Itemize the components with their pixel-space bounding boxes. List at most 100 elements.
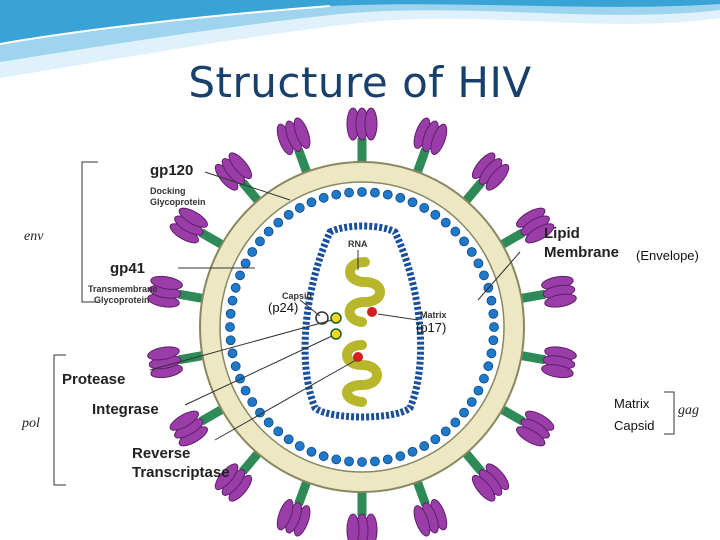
matrix-bead bbox=[419, 203, 430, 213]
matrix-bead bbox=[488, 308, 499, 319]
matrix-bead bbox=[479, 270, 489, 281]
matrix-bead bbox=[306, 446, 317, 457]
gp120-spike-head bbox=[413, 499, 448, 537]
header-wave bbox=[0, 0, 720, 78]
gp120-spike-head bbox=[413, 117, 448, 155]
matrix-bead bbox=[331, 454, 342, 465]
matrix-bead bbox=[225, 308, 236, 319]
gp120-spike-head bbox=[346, 107, 378, 141]
rna-strand-upper bbox=[344, 257, 385, 327]
gp120-spike-head bbox=[214, 152, 253, 191]
reverse-transcriptase-dot bbox=[353, 352, 363, 362]
pol-gene-label: pol bbox=[22, 416, 40, 431]
rna-strand-lower bbox=[342, 340, 382, 407]
env-bracket bbox=[81, 161, 98, 303]
matrix-bead bbox=[357, 187, 367, 197]
matrix-bead bbox=[450, 417, 461, 428]
membrane-label: Membrane bbox=[544, 244, 620, 261]
matrix-bead bbox=[230, 361, 241, 372]
matrix-bead bbox=[382, 189, 393, 200]
matrix-bead bbox=[370, 456, 380, 467]
matrix-bead bbox=[473, 385, 484, 396]
pol-bracket bbox=[53, 354, 66, 486]
matrix-bead bbox=[344, 456, 354, 467]
gp120-spike-head bbox=[346, 513, 378, 540]
matrix-bead bbox=[263, 417, 274, 428]
matrix-bead bbox=[430, 209, 441, 220]
matrix-bead bbox=[227, 348, 238, 359]
matrix-bead bbox=[395, 451, 406, 462]
p24-note: (p24) bbox=[268, 300, 299, 315]
gp120-spike-head bbox=[541, 346, 577, 379]
matrix-bead bbox=[407, 446, 418, 457]
matrix-bead bbox=[306, 197, 317, 208]
matrix-bead bbox=[440, 426, 451, 437]
matrix-bead bbox=[382, 454, 393, 465]
matrix-bead bbox=[489, 322, 499, 332]
matrix-bead bbox=[466, 397, 477, 407]
matrix-bead bbox=[370, 187, 380, 198]
gp120-spike-head bbox=[516, 207, 555, 244]
leader-lines bbox=[149, 171, 521, 441]
matrix-bead bbox=[466, 247, 477, 257]
matrix-bead-ring bbox=[225, 187, 499, 467]
matrix-bead bbox=[395, 192, 406, 203]
matrix-bead bbox=[273, 426, 284, 437]
matrix-bead bbox=[318, 192, 329, 203]
gp120-spike-head bbox=[471, 152, 510, 191]
transcriptase-label: Transcriptase bbox=[132, 464, 230, 481]
matrix-bead bbox=[318, 451, 329, 462]
matrix-bead bbox=[273, 217, 284, 228]
gp41-desc-1: Transmembrane bbox=[88, 284, 158, 294]
matrix-bead bbox=[235, 270, 245, 281]
gp120-spike-head bbox=[516, 410, 555, 447]
page-title: Structure of HIV bbox=[188, 58, 532, 107]
matrix-bead bbox=[225, 322, 235, 332]
matrix-bead bbox=[283, 209, 294, 220]
gp120-spike-head bbox=[147, 346, 183, 379]
matrix-bead bbox=[227, 295, 238, 306]
matrix-bead bbox=[230, 282, 241, 293]
matrix-bead bbox=[459, 236, 469, 247]
matrix-bead bbox=[488, 335, 499, 346]
gp120-spike-head bbox=[471, 463, 510, 502]
gag-bracket bbox=[664, 391, 675, 435]
gp41-desc-2: Glycoprotein bbox=[94, 295, 150, 305]
gp120-desc-2: Glycoprotein bbox=[150, 197, 206, 207]
protease-label: Protease bbox=[62, 371, 126, 388]
gp120-spike-head bbox=[169, 207, 208, 244]
matrix-bead bbox=[255, 407, 265, 418]
matrix-bead bbox=[473, 258, 484, 269]
matrix-bead bbox=[247, 247, 258, 257]
envelope-note: (Envelope) bbox=[636, 248, 699, 263]
gp41-label: gp41 bbox=[110, 260, 146, 277]
matrix-bead bbox=[240, 385, 251, 396]
protease-enzyme bbox=[330, 312, 342, 324]
matrix-bead bbox=[440, 217, 451, 228]
integrase-label: Integrase bbox=[92, 401, 159, 418]
matrix-bead bbox=[479, 373, 489, 384]
matrix-bead bbox=[225, 335, 236, 346]
gp120-spike-head bbox=[214, 463, 253, 502]
matrix-bead bbox=[486, 348, 497, 359]
matrix-bead bbox=[294, 203, 305, 213]
matrix-bead bbox=[240, 258, 251, 269]
rna-label: RNA bbox=[348, 239, 368, 249]
gp120-spike-head bbox=[276, 117, 311, 155]
gp120-spike-head bbox=[169, 410, 208, 447]
matrix-bead bbox=[419, 441, 430, 451]
gp120-desc-1: Docking bbox=[150, 186, 186, 196]
integrase-enzyme bbox=[330, 328, 342, 340]
matrix-bead bbox=[255, 236, 265, 247]
reverse-label: Reverse bbox=[132, 445, 191, 462]
gag-gene-label: gag bbox=[678, 403, 699, 418]
gag-capsid-label: Capsid bbox=[614, 418, 655, 433]
matrix-bead bbox=[294, 441, 305, 451]
matrix-bead bbox=[486, 295, 497, 306]
matrix-bead bbox=[483, 361, 494, 372]
capsid-label: Capsid bbox=[282, 291, 313, 301]
gp120-label: gp120 bbox=[150, 162, 194, 179]
matrix-bead bbox=[344, 187, 354, 198]
capsid-marker bbox=[315, 311, 329, 325]
gag-matrix-label: Matrix bbox=[614, 396, 650, 411]
